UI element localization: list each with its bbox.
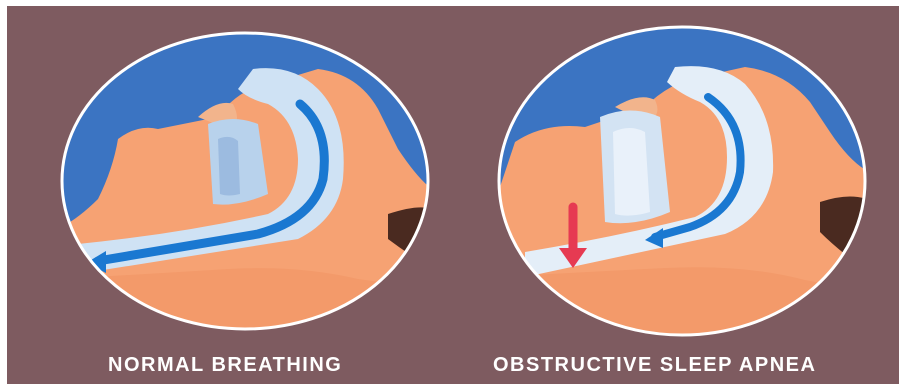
normal-breathing-illustration — [58, 29, 432, 347]
sleep-apnea-caption: OBSTRUCTIVE SLEEP APNEA — [493, 354, 816, 377]
sleep-apnea-illustration — [495, 22, 869, 340]
normal-breathing-caption: NORMAL BREATHING — [108, 354, 342, 377]
